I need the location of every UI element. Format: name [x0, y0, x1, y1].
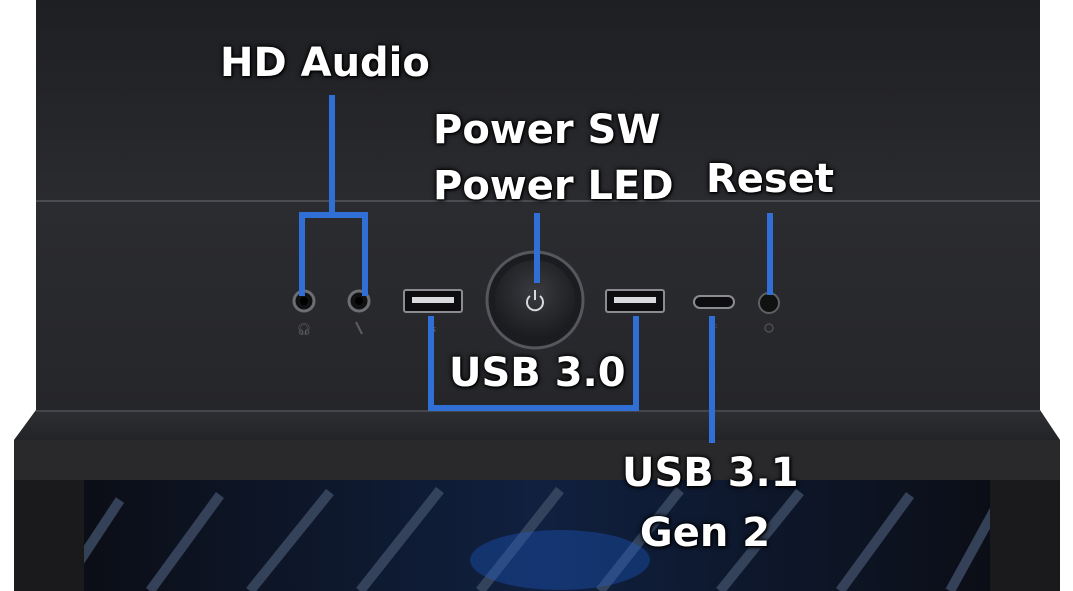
- callout-lines: [299, 95, 773, 443]
- vent-slats: [55, 486, 1005, 591]
- power-sw-label: Power SW: [433, 107, 661, 153]
- reset-label: Reset: [706, 156, 834, 202]
- reset-button: [758, 292, 780, 314]
- microphone-icon: [355, 321, 363, 335]
- callout-hd-audio-bracket: [299, 212, 368, 296]
- reset-button-icon: [764, 323, 774, 333]
- power-led-label: Power LED: [433, 163, 674, 209]
- usb-a-port-right: [605, 289, 665, 313]
- usb30-label: USB 3.0: [449, 350, 626, 396]
- usb31-label-line1: USB 3.1: [622, 450, 799, 496]
- power-icon: [526, 290, 544, 312]
- usb-c-port: [693, 295, 735, 309]
- hd-audio-label: HD Audio: [220, 40, 430, 86]
- fan-glow: [470, 530, 650, 590]
- case-lower-bevel: [14, 412, 1060, 440]
- case-top-surface: [36, 0, 1040, 200]
- callout-usb30-bracket: [428, 316, 639, 411]
- headphone-icon: 🎧︎: [296, 322, 311, 336]
- usb31-label-line2: Gen 2: [639, 510, 771, 556]
- usb-a-port-left: [403, 289, 463, 313]
